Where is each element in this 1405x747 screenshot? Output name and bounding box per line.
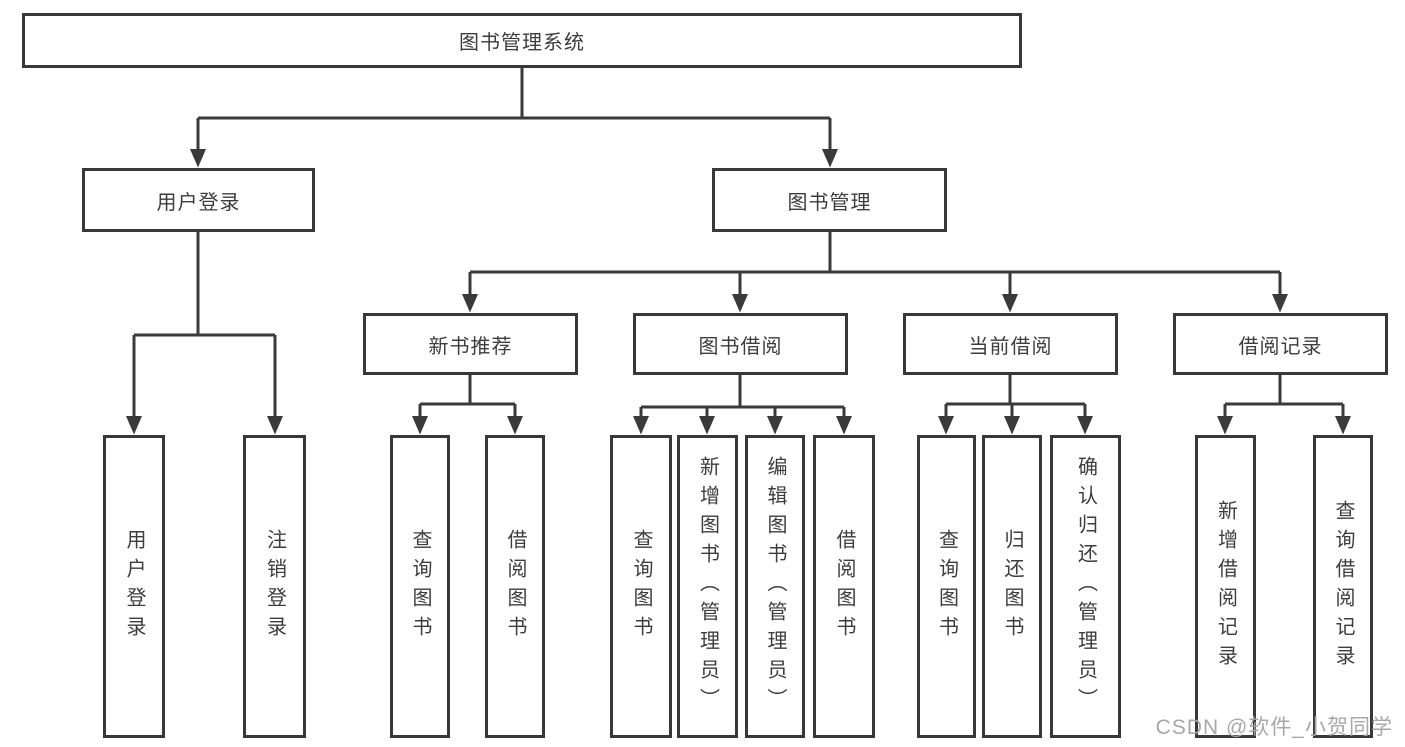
node-book-borrowing-label: 图书借阅 <box>698 335 783 358</box>
leaf-cb-query-book-label: 查询图书 <box>935 528 958 645</box>
node-book-management-label: 图书管理 <box>787 191 872 214</box>
node-book-management: 图书管理 <box>712 168 947 232</box>
node-current-borrowing: 当前借阅 <box>903 313 1118 375</box>
leaf-cb-return-book-label: 归还图书 <box>1001 528 1023 645</box>
node-user-login: 用户登录 <box>82 168 315 232</box>
node-borrowing-records-label: 借阅记录 <box>1238 335 1323 358</box>
csdn-watermark: CSDN @软件_小贺同学 <box>1155 716 1393 739</box>
leaf-br-query-record: 查询借阅记录 <box>1313 435 1373 738</box>
leaf-br-add-record-label: 新增借阅记录 <box>1214 499 1237 674</box>
node-current-borrowing-label: 当前借阅 <box>968 335 1053 358</box>
leaf-br-add-record: 新增借阅记录 <box>1195 435 1256 738</box>
leaf-br-query-record-label: 查询借阅记录 <box>1332 499 1354 674</box>
node-book-borrowing: 图书借阅 <box>633 313 848 375</box>
leaf-cb-query-book: 查询图书 <box>917 435 976 738</box>
leaf-bb-query-book: 查询图书 <box>610 435 672 738</box>
node-new-book-recommend: 新书推荐 <box>363 313 578 375</box>
node-new-book-recommend-label: 新书推荐 <box>428 335 513 358</box>
node-borrowing-records: 借阅记录 <box>1173 313 1388 375</box>
leaf-bb-query-book-label: 查询图书 <box>630 528 652 645</box>
leaf-nb-query-book: 查询图书 <box>390 435 450 738</box>
leaf-logout: 注销登录 <box>243 435 306 738</box>
arrowheads <box>126 149 1351 435</box>
connector-strokes <box>132 68 1345 418</box>
leaf-nb-borrow-book-label: 借阅图书 <box>504 528 526 645</box>
node-root-system: 图书管理系统 <box>22 13 1022 68</box>
leaf-user-login: 用户登录 <box>103 435 165 738</box>
leaf-bb-add-book-admin-label: 新增图书（管理员） <box>696 456 719 717</box>
leaf-cb-confirm-return-admin-label: 确认归还（管理员） <box>1074 456 1097 717</box>
node-root-system-label: 图书管理系统 <box>459 32 585 54</box>
leaf-cb-return-book: 归还图书 <box>982 435 1042 738</box>
leaf-nb-query-book-label: 查询图书 <box>409 528 431 645</box>
leaf-nb-borrow-book: 借阅图书 <box>485 435 545 738</box>
leaf-bb-edit-book-admin: 编辑图书（管理员） <box>745 435 805 738</box>
leaf-bb-add-book-admin: 新增图书（管理员） <box>677 435 738 738</box>
leaf-cb-confirm-return-admin: 确认归还（管理员） <box>1050 435 1121 738</box>
leaf-bb-borrow-book: 借阅图书 <box>813 435 875 738</box>
leaf-bb-borrow-book-label: 借阅图书 <box>833 528 855 645</box>
leaf-user-login-label: 用户登录 <box>123 528 145 645</box>
leaf-logout-label: 注销登录 <box>263 528 286 645</box>
leaf-bb-edit-book-admin-label: 编辑图书（管理员） <box>764 456 786 717</box>
node-user-login-label: 用户登录 <box>156 191 241 214</box>
